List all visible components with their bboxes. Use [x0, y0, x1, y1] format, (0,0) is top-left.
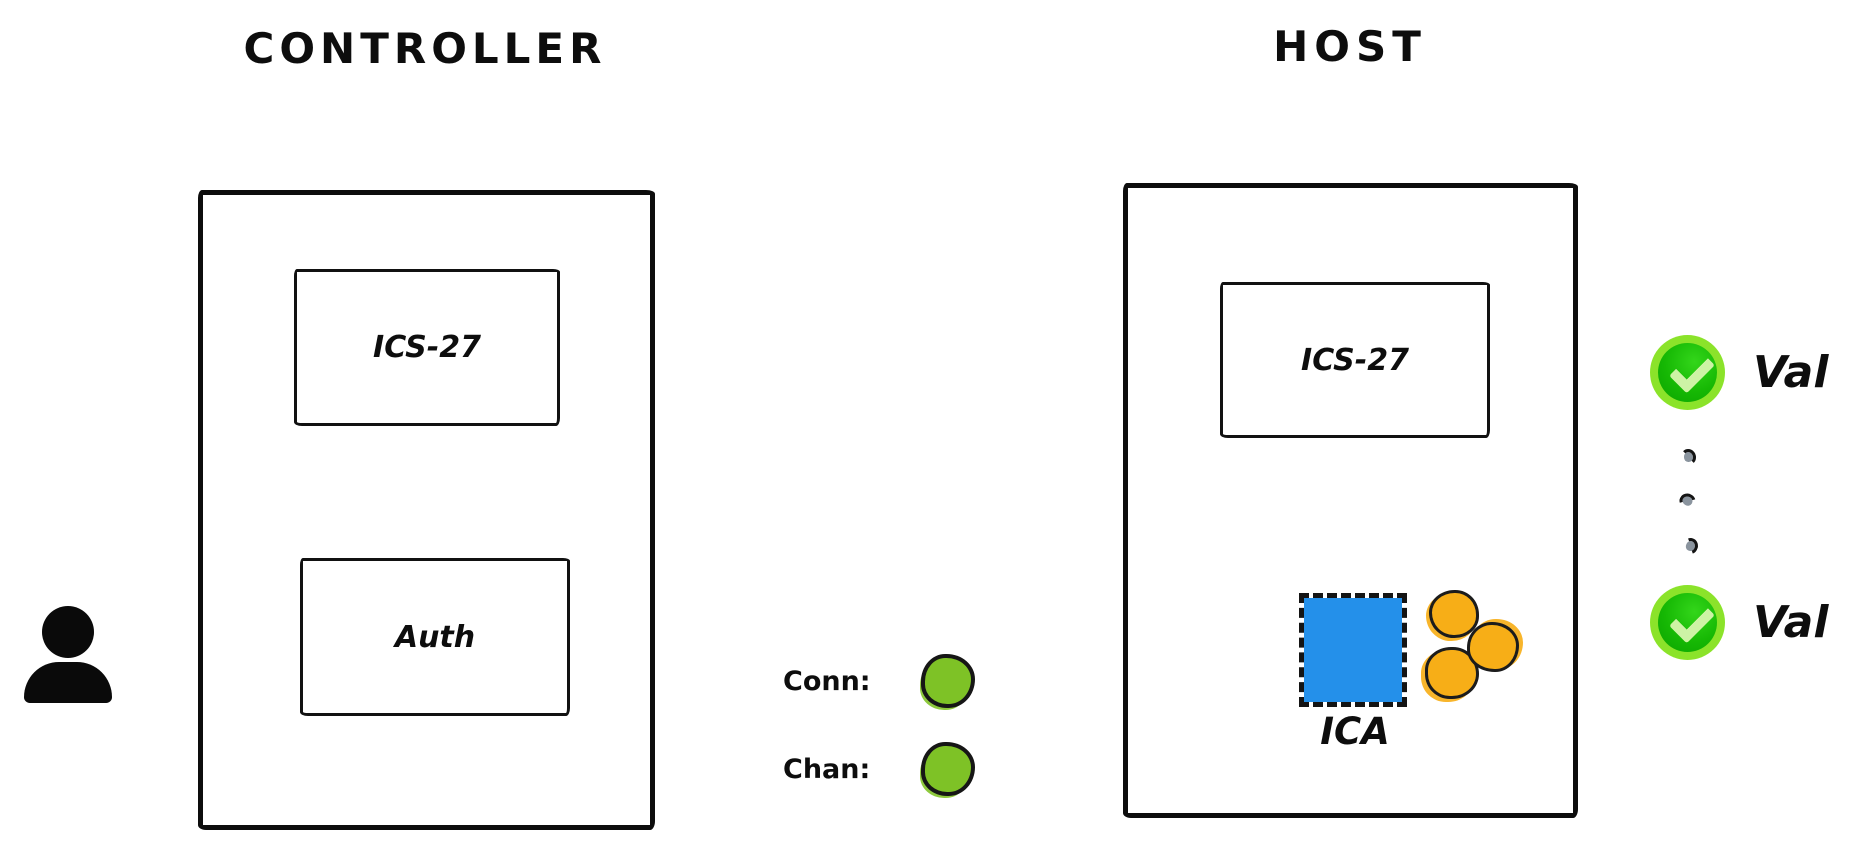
ellipsis-dot-icon — [1680, 535, 1701, 557]
controller-chain-box: ICS-27 Auth — [198, 190, 655, 830]
connection-ok-icon — [921, 654, 975, 708]
user-icon — [24, 604, 114, 704]
validator-row: Val — [1650, 582, 1828, 662]
validator-label: Val — [1753, 346, 1829, 398]
host-ics27-label: ICS-27 — [1301, 342, 1409, 378]
controller-ics27-module: ICS-27 — [294, 269, 560, 426]
host-ics27-module: ICS-27 — [1220, 282, 1490, 438]
check-circle-icon — [1650, 584, 1725, 660]
token-coin-icon — [1467, 622, 1519, 672]
connection-status-row: Conn: — [783, 652, 975, 710]
channel-ok-icon — [921, 742, 975, 796]
controller-auth-label: Auth — [394, 619, 476, 655]
check-mark-icon — [1658, 342, 1717, 402]
validator-label: Val — [1753, 596, 1829, 648]
host-title: HOST — [1273, 22, 1427, 71]
connection-status-label: Conn: — [783, 665, 871, 697]
channel-status-row: Chan: — [783, 740, 975, 798]
user-head-shape — [42, 606, 94, 658]
controller-title: CONTROLLER — [243, 24, 607, 73]
validator-row: Val — [1650, 332, 1828, 412]
ica-account-square — [1299, 593, 1407, 707]
check-mark-icon — [1658, 592, 1717, 652]
ellipsis-dot-icon — [1681, 449, 1696, 465]
host-chain-box: ICS-27 ICA — [1123, 183, 1578, 818]
controller-auth-module: Auth — [300, 558, 570, 716]
user-body-shape — [24, 662, 112, 703]
controller-ics27-label: ICS-27 — [373, 330, 481, 365]
check-circle-icon — [1650, 334, 1725, 410]
ica-label: ICA — [1320, 710, 1390, 753]
token-coin-icon — [1429, 590, 1479, 638]
ellipsis-dot-icon — [1676, 490, 1699, 512]
channel-status-label: Chan: — [783, 753, 871, 785]
